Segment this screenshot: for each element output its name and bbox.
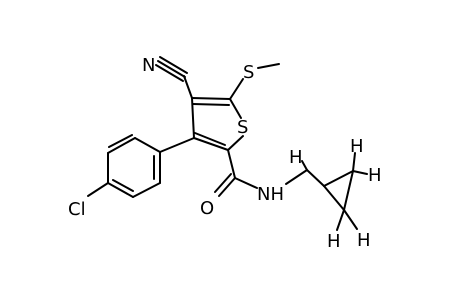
atom-labels: N S S Cl O NH H H H H H (68, 55, 382, 252)
amide-nh-label: NH (257, 184, 284, 205)
h-ring-bottom-right-label: H (357, 230, 371, 251)
h-ch2-label: H (289, 147, 303, 168)
thiophene-s-label: S (237, 117, 248, 138)
bonds (87, 56, 368, 231)
methylthio-s-label: S (243, 62, 254, 83)
h-ring-bottom-left-label: H (327, 231, 341, 252)
h-ring-top-label: H (350, 136, 364, 157)
carbonyl-o-label: O (200, 198, 214, 219)
nitrile-n-label: N (142, 55, 155, 76)
h-ring-right-label: H (368, 165, 382, 186)
chloro-label: Cl (68, 199, 86, 220)
